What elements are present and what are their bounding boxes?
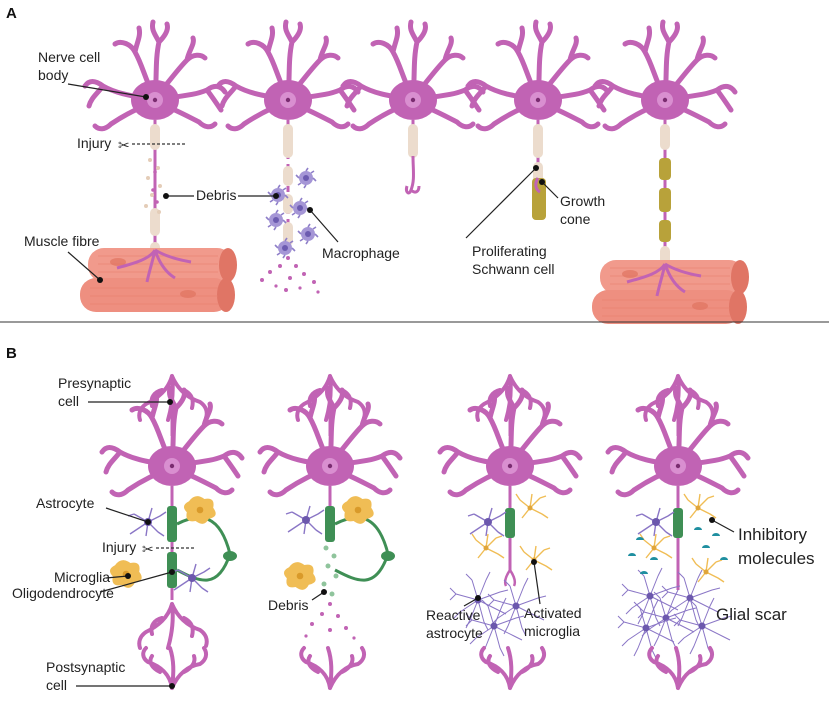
- label-debris-b: Debris: [268, 597, 308, 613]
- label-macrophage: Macrophage: [322, 245, 400, 261]
- dot-presynaptic: [167, 399, 173, 405]
- leader-macrophage: [309, 209, 339, 243]
- leader-growth-cone: [541, 181, 559, 199]
- label-presynaptic-1: Presynaptic: [58, 375, 131, 391]
- label-postsynaptic-2: cell: [46, 677, 67, 693]
- label-postsynaptic-1: Postsynaptic: [46, 659, 125, 675]
- label-proliferating-1: Proliferating: [472, 243, 547, 259]
- dot-astrocyte: [145, 519, 151, 525]
- label-debris-a: Debris: [196, 187, 236, 203]
- label-activated-2: microglia: [524, 623, 580, 639]
- leader-microglia: [105, 575, 129, 579]
- cns-column-4: [608, 374, 748, 690]
- label-astrocyte: Astrocyte: [36, 495, 95, 511]
- label-oligodendrocyte: Oligodendrocyte: [12, 585, 114, 601]
- dot-debris-b: [321, 589, 327, 595]
- neuron-a5: [595, 22, 735, 268]
- dot-microglia: [125, 573, 131, 579]
- leader-nerve-cell-body: [67, 83, 147, 98]
- label-reactive-2: astrocyte: [426, 625, 483, 641]
- label-inhibitory-1: Inhibitory: [738, 525, 807, 544]
- neuron-a2: [218, 22, 358, 250]
- dot-nerve-cell-body: [143, 94, 149, 100]
- dot-muscle-fibre: [97, 277, 103, 283]
- label-activated-1: Activated: [524, 605, 582, 621]
- dot-growth-cone: [539, 179, 545, 185]
- leader-activated: [533, 561, 541, 605]
- dot-oligodendrocyte: [169, 569, 175, 575]
- label-growth-cone-1: Growth: [560, 193, 605, 209]
- label-muscle-fibre: Muscle fibre: [24, 233, 100, 249]
- label-proliferating-2: Schwann cell: [472, 261, 555, 277]
- leader-inhibitory: [711, 519, 735, 533]
- degenerating-terminal-a2: [260, 256, 320, 294]
- label-nerve-cell-body-1: Nerve cell: [38, 49, 100, 65]
- dot-macrophage: [307, 207, 313, 213]
- dot-debris-a2: [273, 193, 279, 199]
- label-inhibitory-2: molecules: [738, 549, 815, 568]
- leader-proliferating: [465, 167, 537, 239]
- dot-inhibitory: [709, 517, 715, 523]
- cns-column-3: [440, 374, 580, 690]
- dot-postsynaptic: [169, 683, 175, 689]
- leader-muscle-fibre: [67, 251, 101, 281]
- leader-astrocyte: [105, 507, 149, 523]
- label-injury-a: Injury: [77, 135, 111, 151]
- dot-proliferating: [533, 165, 539, 171]
- nmj-a5: [626, 262, 702, 297]
- cns-column-1: [102, 374, 242, 690]
- neuron-a3: [343, 22, 483, 195]
- panel-b-label: B: [6, 345, 17, 362]
- cns-column-2: [260, 374, 400, 690]
- label-reactive-1: Reactive: [426, 607, 481, 623]
- nmj-a1: [116, 248, 192, 283]
- label-growth-cone-2: cone: [560, 211, 591, 227]
- dot-reactive: [475, 595, 481, 601]
- schwann-cells-a4: [532, 177, 546, 220]
- label-microglia: Microglia: [54, 569, 110, 585]
- label-nerve-cell-body-2: body: [38, 67, 68, 83]
- dot-debris-a: [163, 193, 169, 199]
- label-presynaptic-2: cell: [58, 393, 79, 409]
- scissors-icon-b: ✂: [142, 541, 154, 557]
- label-glial-scar: Glial scar: [716, 605, 787, 624]
- muscle-fibre-a5: [591, 259, 750, 325]
- panel-a-label: A: [6, 5, 17, 22]
- debris-a1: [144, 158, 162, 214]
- leader-oligodendrocyte: [99, 571, 173, 593]
- scissors-icon-a: ✂: [118, 137, 130, 153]
- label-injury-b: Injury: [102, 539, 136, 555]
- dot-activated: [531, 559, 537, 565]
